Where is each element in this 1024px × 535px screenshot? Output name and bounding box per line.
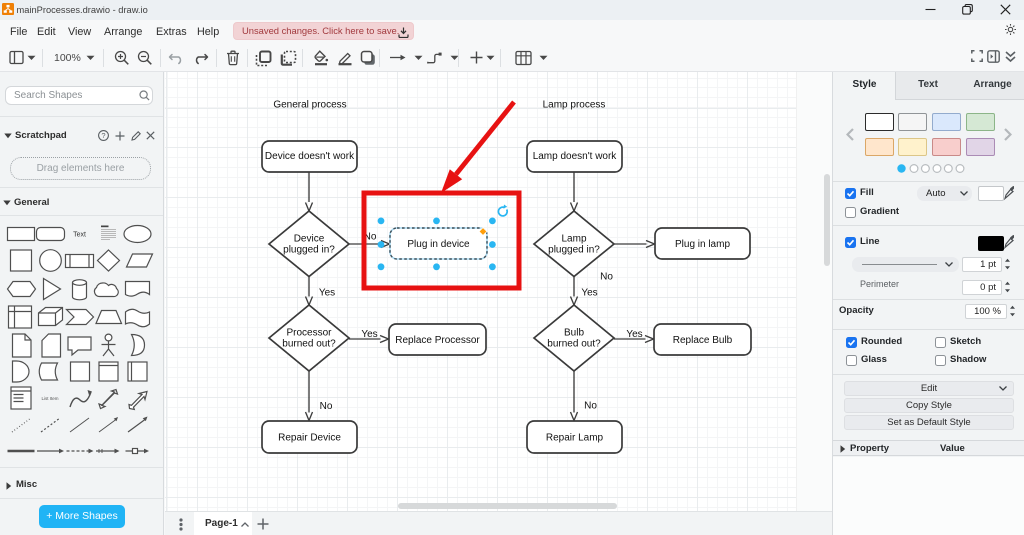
svg-text:List Item: List Item — [41, 396, 58, 401]
svg-text:?: ? — [101, 131, 105, 140]
svg-text:No: No — [584, 401, 597, 412]
svg-text:Yes: Yes — [361, 329, 377, 340]
svg-text:Plug in lamp: Plug in lamp — [675, 239, 730, 250]
svg-text:No: No — [600, 272, 613, 283]
svg-text:burned out?: burned out? — [282, 339, 336, 350]
svg-text:Repair Lamp: Repair Lamp — [546, 433, 604, 444]
svg-text:No: No — [320, 401, 333, 412]
svg-text:Plug in device: Plug in device — [407, 239, 470, 250]
svg-text:Processor: Processor — [286, 328, 332, 339]
svg-text:Device: Device — [294, 234, 325, 245]
svg-text:Device doesn't work: Device doesn't work — [265, 151, 355, 162]
svg-text:Text: Text — [73, 232, 86, 239]
svg-text:Bulb: Bulb — [564, 328, 584, 339]
svg-text:Lamp doesn't work: Lamp doesn't work — [533, 151, 618, 162]
svg-text:Yes: Yes — [626, 329, 642, 340]
svg-text:Repair Device: Repair Device — [278, 433, 341, 444]
svg-text:Replace Processor: Replace Processor — [395, 335, 480, 346]
svg-text:plugged in?: plugged in? — [283, 245, 335, 256]
svg-text:Yes: Yes — [581, 288, 597, 299]
svg-text:General process: General process — [273, 100, 346, 111]
svg-text:plugged in?: plugged in? — [548, 245, 600, 256]
svg-text:Replace Bulb: Replace Bulb — [673, 335, 733, 346]
svg-text:burned out?: burned out? — [547, 339, 601, 350]
svg-text:No: No — [364, 232, 377, 243]
svg-text:Lamp process: Lamp process — [543, 100, 606, 111]
svg-text:Lamp: Lamp — [561, 234, 586, 245]
svg-text:Yes: Yes — [319, 288, 335, 299]
